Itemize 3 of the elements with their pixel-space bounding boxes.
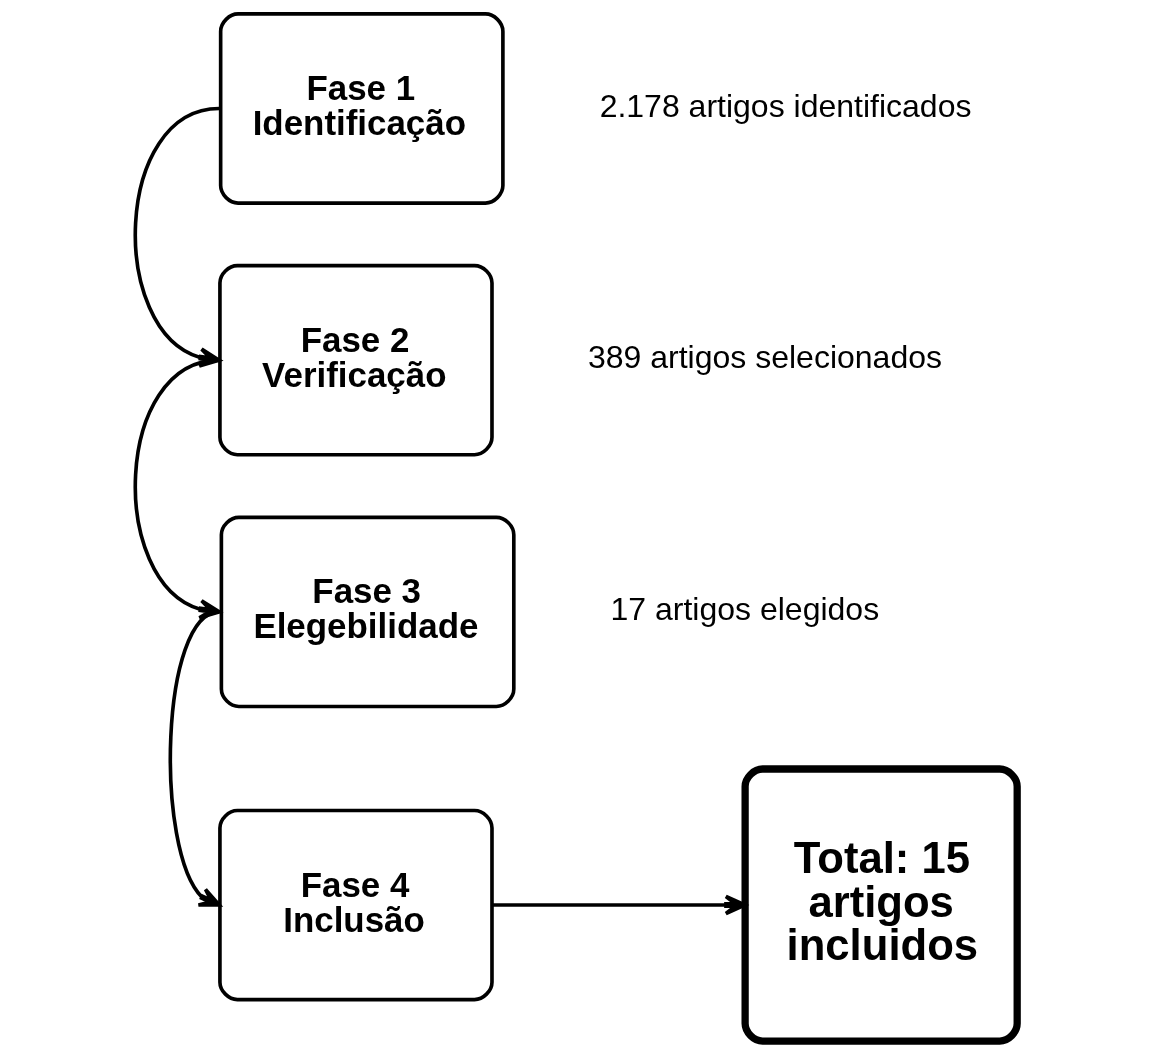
node-label: 17 artigos elegidos [610,591,879,628]
node-label: 389 artigos selecionados [587,339,942,376]
node-label: 2.178 artigos identificados [599,87,971,124]
